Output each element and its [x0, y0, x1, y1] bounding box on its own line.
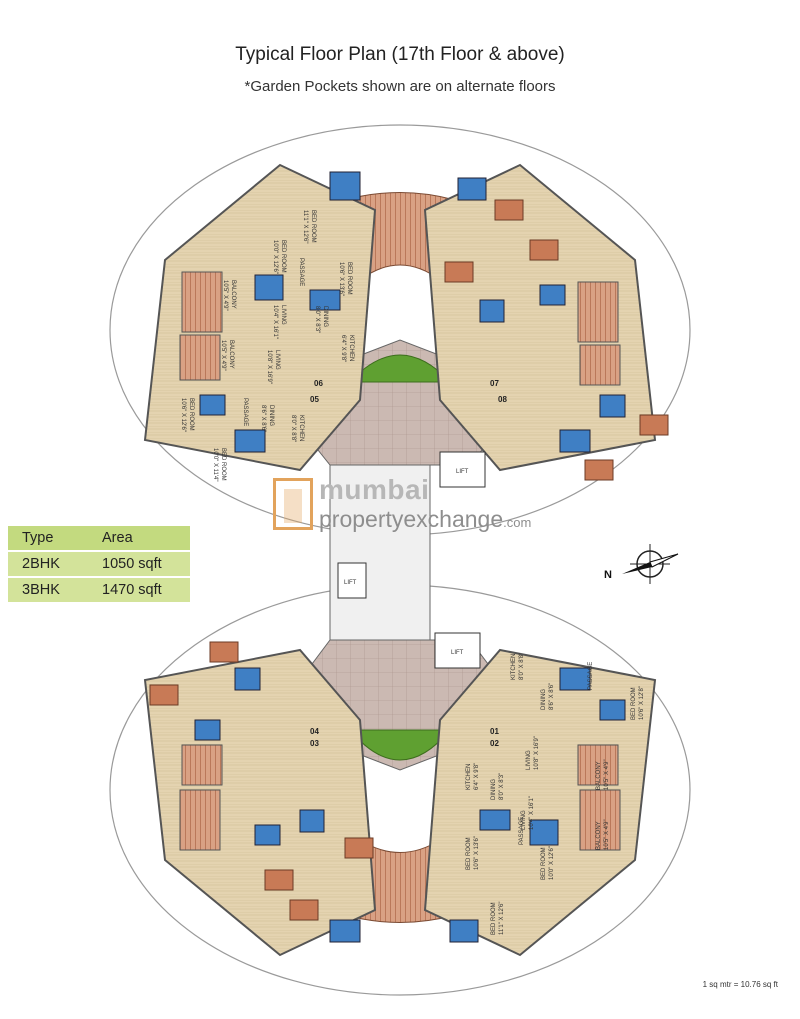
lift-3 [434, 632, 481, 669]
unit-number-05: 05 [310, 395, 319, 404]
page-title: Typical Floor Plan (17th Floor & above) [235, 44, 565, 65]
compass-icon: N [604, 544, 679, 584]
room-balcony-1: BALCONY [230, 280, 236, 309]
unit-number-04: 04 [310, 727, 319, 736]
room-passage-3: PASSAGE [588, 662, 594, 690]
area-table-header: Type Area [8, 526, 190, 550]
room-bed-room-7-dim: 10'6" X 13'6" [474, 836, 480, 870]
room-bed-room-1-dim: 11'1" X 12'6" [302, 210, 308, 243]
room-balcony-4-dim: 10'5" X 4'9" [604, 819, 610, 850]
room-bed-room-2-dim: 10'0" X 12'6" [272, 240, 278, 274]
room-passage-2: PASSAGE [242, 398, 248, 426]
area-table-row: 3BHK 1470 sqft [8, 578, 190, 602]
room-dining-4: DINING [491, 779, 497, 800]
room-kitchen-3-dim: 8'0" X 8'8" [519, 653, 525, 680]
room-bed-room-3-dim: 10'6" X 13'6" [338, 262, 344, 296]
room-kitchen-3: KITCHEN [511, 654, 517, 680]
lift-2-label: LIFT [344, 580, 357, 586]
room-balcony-2: BALCONY [228, 340, 234, 369]
room-living-4: LIVING [521, 810, 527, 830]
watermark-line-2: propertyexchange.com [319, 506, 532, 532]
room-bed-room-7: BED ROOM [466, 837, 472, 870]
unit-number-06: 06 [314, 379, 323, 388]
watermark-logo: mumbai propertyexchange.com [273, 474, 535, 538]
unit-number-01: 01 [490, 727, 499, 736]
lift-3-label: LIFT [451, 650, 464, 656]
room-dining-1-dim: 8'0" X 8'3" [314, 306, 320, 333]
area-table-type: 3BHK [22, 582, 60, 598]
wing-lower-left [143, 641, 377, 957]
room-passage-4: PASSAGE [519, 817, 525, 845]
room-bed-room-8-dim: 10'0" X 12'6" [549, 846, 555, 880]
compass-north-label: N [604, 569, 612, 581]
room-bed-room-4: BED ROOM [188, 398, 194, 431]
conversion-footnote: 1 sq mtr = 10.76 sq ft [702, 980, 778, 989]
room-kitchen-1: KITCHEN [348, 335, 354, 361]
lift-2 [337, 562, 367, 599]
room-balcony-3: BALCONY [596, 761, 602, 790]
room-living-1: LIVING [280, 305, 286, 325]
unit-number-03: 03 [310, 739, 319, 748]
room-bed-room-8: BED ROOM [541, 847, 547, 880]
room-passage-1: PASSAGE [298, 258, 304, 286]
area-table: Type Area 2BHK 1050 sqft 3BHK 1470 sqft [8, 526, 190, 604]
room-balcony-1-dim: 10'5" X 4'9" [222, 280, 228, 311]
room-kitchen-2: KITCHEN [298, 415, 304, 441]
room-bed-room-1: BED ROOM [310, 210, 316, 243]
room-living-2-dim: 10'8" X 16'9" [266, 350, 272, 384]
wing-upper-right [423, 163, 669, 481]
room-bed-room-9-dim: 11'1" X 12'6" [499, 902, 505, 935]
room-bed-room-5-dim: 10'0" X 11'4" [212, 448, 218, 481]
room-bed-room-4-dim: 10'6" X 12'6" [180, 398, 186, 432]
room-dining-1: DINING [322, 306, 328, 327]
watermark-line-1: mumbai [319, 474, 430, 505]
room-bed-room-2: BED ROOM [280, 240, 286, 273]
area-table-area: 1050 sqft [102, 556, 162, 572]
room-bed-room-6: BED ROOM [631, 687, 637, 720]
room-bed-room-6-dim: 10'6" X 12'8" [639, 686, 645, 720]
room-dining-4-dim: 8'0" X 8'3" [499, 773, 505, 800]
room-living-1-dim: 10'4" X 16'1" [272, 305, 278, 339]
area-table-header-type: Type [22, 530, 54, 546]
room-bed-room-3: BED ROOM [346, 262, 352, 295]
room-living-3: LIVING [526, 750, 532, 770]
room-living-4-dim: 10'4" X 16'1" [529, 796, 535, 830]
room-balcony-3-dim: 10'5" X 4'9" [604, 759, 610, 790]
lift-1-label: LIFT [456, 469, 469, 475]
room-balcony-2-dim: 10'5" X 4'9" [220, 340, 226, 371]
watermark-house-icon [273, 478, 313, 530]
wing-lower-right [423, 648, 657, 957]
area-table-row: 2BHK 1050 sqft [8, 552, 190, 576]
room-living-2: LIVING [274, 350, 280, 370]
room-kitchen-2-dim: 8'0" X 8'8" [290, 415, 296, 442]
room-living-3-dim: 10'8" X 16'9" [534, 736, 540, 770]
room-dining-3-dim: 8'6" X 8'6" [549, 683, 555, 710]
room-dining-2: DINING [268, 405, 274, 426]
room-balcony-4: BALCONY [596, 821, 602, 850]
area-table-type: 2BHK [22, 556, 60, 572]
unit-number-07: 07 [490, 379, 499, 388]
room-kitchen-4-dim: 6'4" X 9'8" [474, 763, 480, 790]
room-dining-2-dim: 8'6" X 8'6" [260, 405, 266, 432]
room-kitchen-4: KITCHEN [466, 764, 472, 790]
room-bed-room-9: BED ROOM [491, 902, 497, 935]
room-kitchen-1-dim: 6'4" X 9'8" [340, 335, 346, 362]
lift-1 [439, 451, 486, 488]
unit-number-08: 08 [498, 395, 507, 404]
area-table-area: 1470 sqft [102, 582, 162, 598]
unit-number-02: 02 [490, 739, 499, 748]
area-table-header-area: Area [102, 530, 133, 546]
room-bed-room-5: BED ROOM [220, 448, 226, 481]
page-subtitle: *Garden Pockets shown are on alternate f… [244, 78, 556, 95]
room-dining-3: DINING [541, 689, 547, 710]
wing-upper-left [143, 163, 377, 472]
